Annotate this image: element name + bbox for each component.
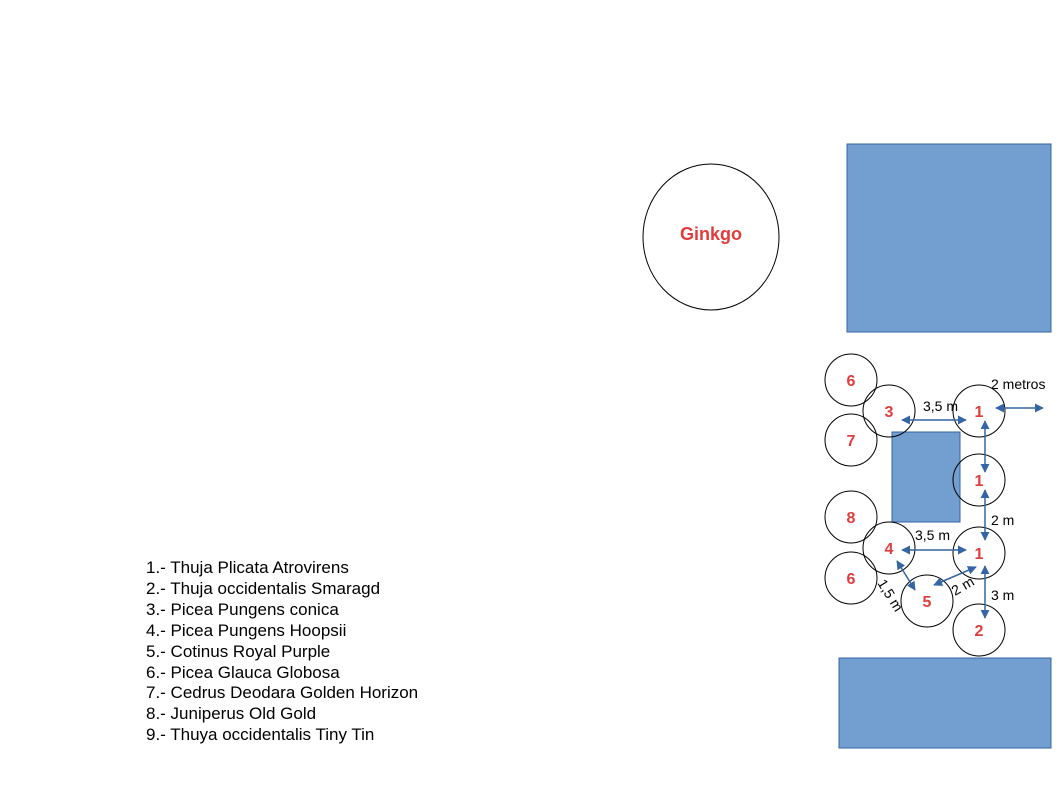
legend-item: 6.- Picea Glauca Globosa [146, 662, 340, 682]
plant-label-4: 4 [885, 541, 894, 558]
plant-label-2: 2 [975, 623, 984, 640]
plant-circle-6-bottom [824, 551, 878, 605]
legend-item: 7.- Cedrus Deodara Golden Horizon [146, 683, 419, 703]
arrow-1-5m [896, 560, 916, 591]
block-top-right [846, 143, 1052, 333]
legend-item: 3.- Picea Pungens conica [146, 599, 339, 619]
legend-item: 8.- Juniperus Old Gold [146, 704, 317, 724]
plant-label-1-bottom: 1 [975, 546, 984, 563]
plant-label-6-top: 6 [847, 373, 856, 390]
plant-circle-6-top [824, 353, 878, 407]
arrow-2m-diagonal [933, 566, 977, 586]
plant-label-6-bottom: 6 [847, 571, 856, 588]
plant-label-1-middle: 1 [975, 473, 984, 490]
legend-item: 4.- Picea Pungens Hoopsii [146, 620, 347, 640]
plant-label-5: 5 [923, 594, 932, 611]
plant-label-7: 7 [847, 433, 856, 450]
plant-circle-1-middle [952, 453, 1006, 507]
plant-circle-5 [900, 574, 954, 628]
dim-3-5m-top: 3,5 m [923, 398, 958, 414]
dim-2-metros: 2 metros [991, 376, 1045, 392]
legend-item: 1.- Thuja Plicata Atrovirens [146, 558, 349, 577]
dim-3m: 3 m [991, 587, 1014, 603]
plant-label-1-top: 1 [975, 404, 984, 421]
block-bottom-right [838, 657, 1052, 749]
block-center [891, 431, 961, 523]
plant-label-8: 8 [847, 510, 856, 527]
legend-item: 9.- Thuya occidentalis Tiny Tin [146, 725, 375, 745]
ginkgo-label: Ginkgo [680, 224, 742, 244]
dim-3-5m-middle: 3,5 m [915, 527, 950, 543]
plant-circle-7 [824, 413, 878, 467]
plant-circle-2 [952, 603, 1006, 657]
ginkgo-circle [642, 163, 780, 311]
dim-2m-right: 2 m [991, 512, 1014, 528]
plant-legend: 1.- Thuja Plicata Atrovirens 2.- Thuja o… [146, 558, 418, 746]
legend-item: 2.- Thuja occidentalis Smaragd [146, 578, 381, 598]
plant-label-3: 3 [885, 404, 894, 421]
plant-circle-3 [862, 384, 916, 438]
plant-circle-8 [824, 490, 878, 544]
legend-item: 5.- Cotinus Royal Purple [146, 641, 331, 661]
